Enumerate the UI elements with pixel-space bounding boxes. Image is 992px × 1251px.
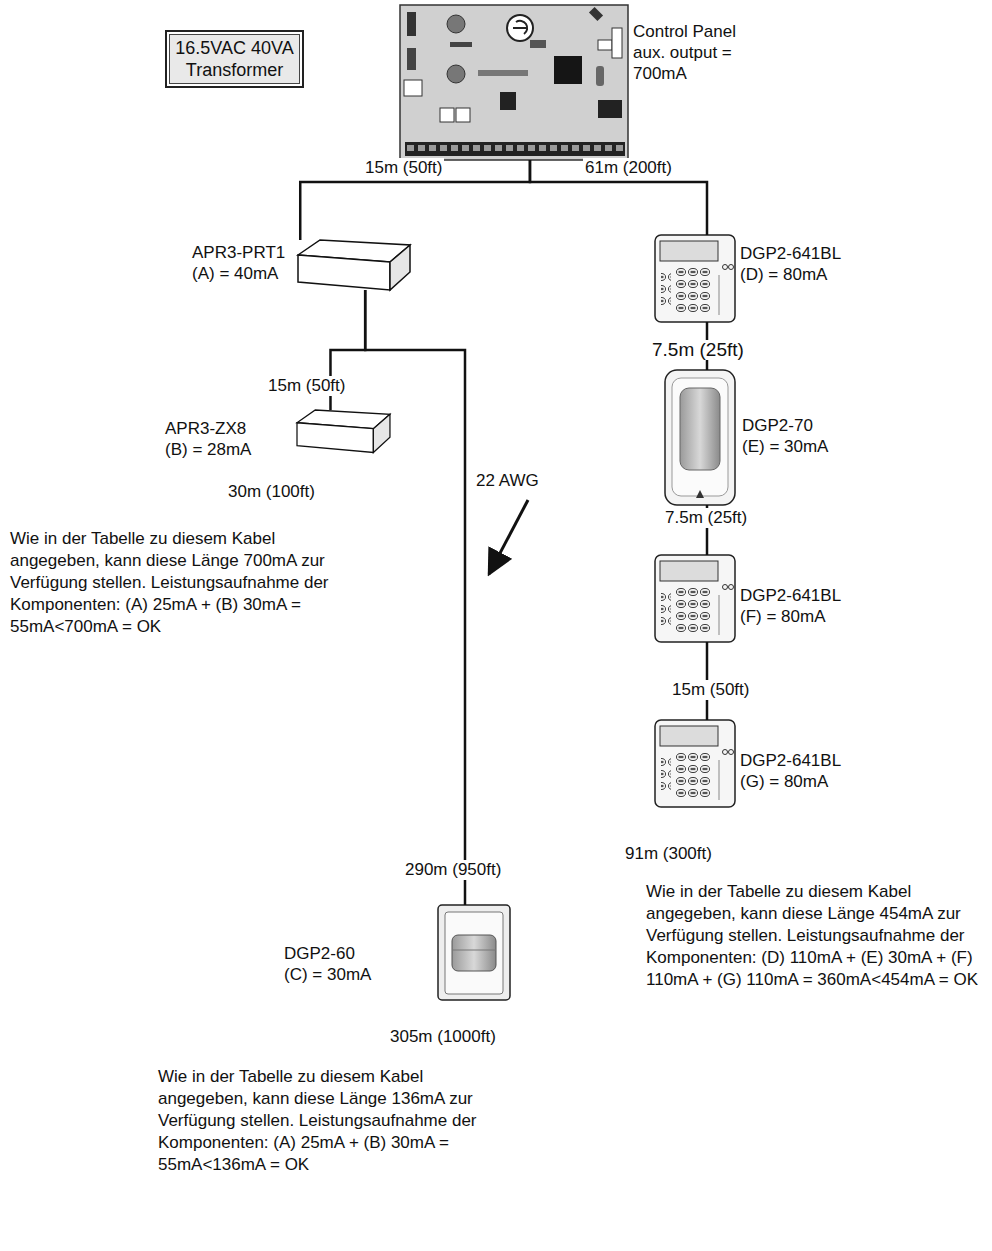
- keypad: DGP2-641BL (F) = 80mA: [655, 555, 735, 642]
- keypad-f: [655, 555, 735, 642]
- cable-length: 7.5m (25ft): [650, 340, 746, 360]
- bus-wire: [365, 290, 465, 905]
- wire-gauge: 22 AWG: [476, 470, 596, 492]
- cable-length: 15m (50ft): [670, 680, 751, 700]
- zone-expander: APR3-ZX8 (B) = 28mA: [297, 410, 390, 452]
- transformer-box: 16.5VAC 40VA Transformer: [165, 30, 304, 88]
- printer-module: APR3-PRT1 (A) = 40mA: [298, 240, 410, 290]
- control-panel-board: [400, 5, 628, 160]
- keypad-d: [655, 235, 735, 322]
- zone-expander-module: [297, 410, 390, 453]
- calculation-note: Wie in der Tabelle zu diesem Kabel angeg…: [10, 528, 355, 638]
- device-label: 16.5VAC 40VA Transformer: [167, 37, 302, 81]
- device-label: DGP2-70 (E) = 30mA: [742, 415, 836, 457]
- awg-pointer-arrow: [489, 500, 528, 574]
- device-label: DGP2-641BL (G) = 80mA: [740, 750, 852, 792]
- cable-length: 7.5m (25ft): [663, 508, 749, 528]
- cable-length: 30m (100ft): [228, 481, 388, 503]
- cable-length: 305m (1000ft): [390, 1026, 570, 1048]
- device-label: APR3-ZX8 (B) = 28mA: [165, 418, 263, 460]
- calculation-note: Wie in der Tabelle zu diesem Kabel angeg…: [158, 1066, 503, 1176]
- control-panel: Control Panel aux. output = 700mA: [400, 5, 628, 160]
- cable-length: 61m (200ft): [583, 158, 674, 178]
- cable-length: 91m (300ft): [625, 843, 785, 865]
- cable-length: 15m (50ft): [266, 376, 347, 396]
- printer-module: [298, 240, 410, 290]
- device-label: DGP2-641BL (F) = 80mA: [740, 585, 852, 627]
- keypad: DGP2-641BL (G) = 80mA: [655, 720, 735, 807]
- device-label: APR3-PRT1 (A) = 40mA: [192, 242, 294, 284]
- keypad-g: [655, 720, 735, 807]
- cable-length: 15m (50ft): [363, 158, 444, 178]
- calculation-note: Wie in der Tabelle zu diesem Kabel angeg…: [646, 881, 986, 991]
- device-label: Control Panel aux. output = 700mA: [633, 21, 751, 84]
- device-label: DGP2-60 (C) = 30mA: [284, 943, 378, 985]
- motion-detector: DGP2-60 (C) = 30mA: [438, 905, 510, 1000]
- motion-detector-c: [438, 905, 510, 1000]
- keypad: DGP2-641BL (D) = 80mA: [655, 235, 735, 322]
- motion-detector-e: [665, 370, 735, 505]
- cable-length: 290m (950ft): [403, 860, 503, 880]
- motion-detector: DGP2-70 (E) = 30mA: [665, 370, 735, 505]
- device-label: DGP2-641BL (D) = 80mA: [740, 243, 852, 285]
